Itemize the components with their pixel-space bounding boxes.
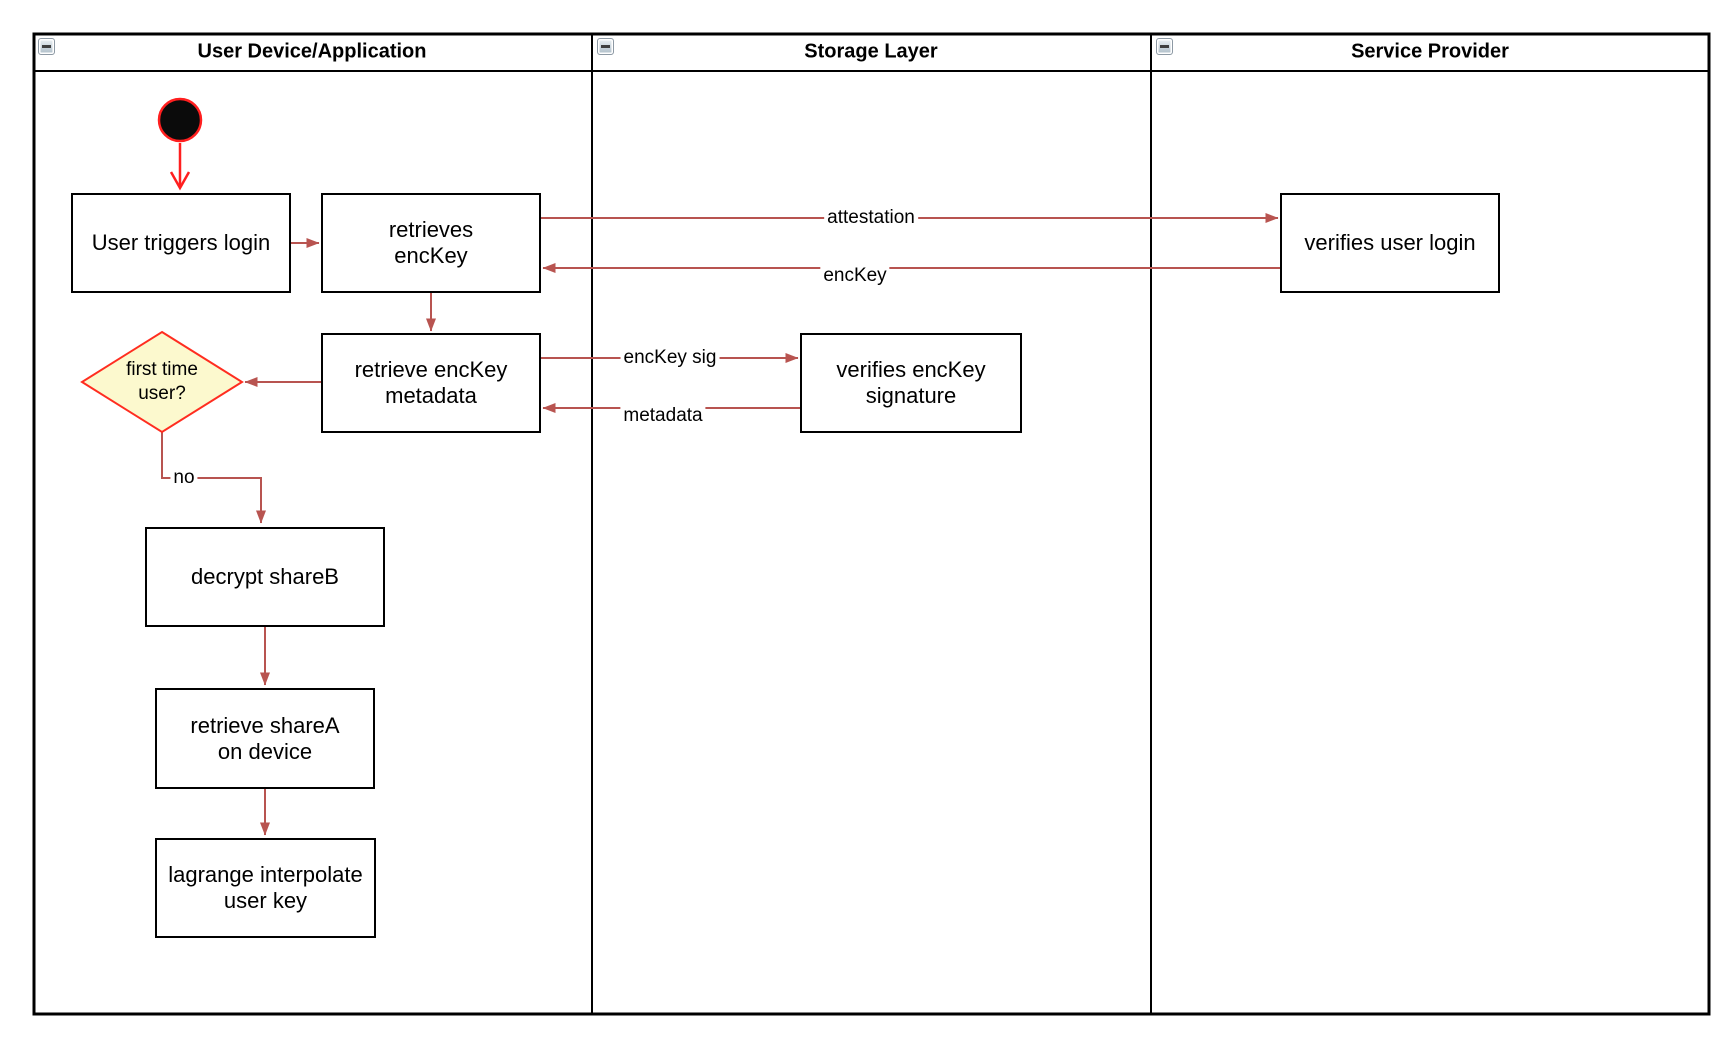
node-lagrange-interpolate[interactable]: lagrange interpolate user key — [155, 838, 376, 938]
minus-icon — [42, 45, 51, 48]
edge-label-no: no — [170, 467, 198, 489]
minus-icon — [1160, 45, 1169, 48]
edge-start-to-login — [169, 143, 191, 191]
initial-node[interactable] — [157, 97, 203, 143]
collapse-lane-button-user-device[interactable] — [38, 38, 55, 55]
edge-label-attestation: attestation — [824, 207, 918, 229]
minus-icon — [601, 45, 610, 48]
node-verifies-enckey-signature[interactable]: verifies encKey signature — [800, 333, 1022, 433]
node-decrypt-shareb[interactable]: decrypt shareB — [145, 527, 385, 627]
node-retrieves-enckey[interactable]: retrieves encKey — [321, 193, 541, 293]
edge-label-enckey-sig: encKey sig — [620, 347, 720, 369]
collapse-lane-button-storage-layer[interactable] — [597, 38, 614, 55]
node-verifies-user-login[interactable]: verifies user login — [1280, 193, 1500, 293]
edge-label-metadata: metadata — [620, 405, 706, 427]
node-user-triggers-login[interactable]: User triggers login — [71, 193, 291, 293]
lane-title-storage-layer: Storage Layer — [804, 40, 938, 63]
lane-title-user-device: User Device/Application — [197, 40, 427, 63]
lane-title-service-provider: Service Provider — [1351, 40, 1509, 63]
edge-label-enckey: encKey — [820, 265, 890, 287]
swimlane-frame — [32, 32, 1711, 1016]
collapse-lane-button-service-provider[interactable] — [1156, 38, 1173, 55]
node-retrieve-sharea[interactable]: retrieve shareA on device — [155, 688, 375, 789]
node-retrieve-enckey-metadata[interactable]: retrieve encKey metadata — [321, 333, 541, 433]
decision-diamond[interactable] — [80, 330, 244, 434]
edge-decision-no — [161, 432, 266, 524]
